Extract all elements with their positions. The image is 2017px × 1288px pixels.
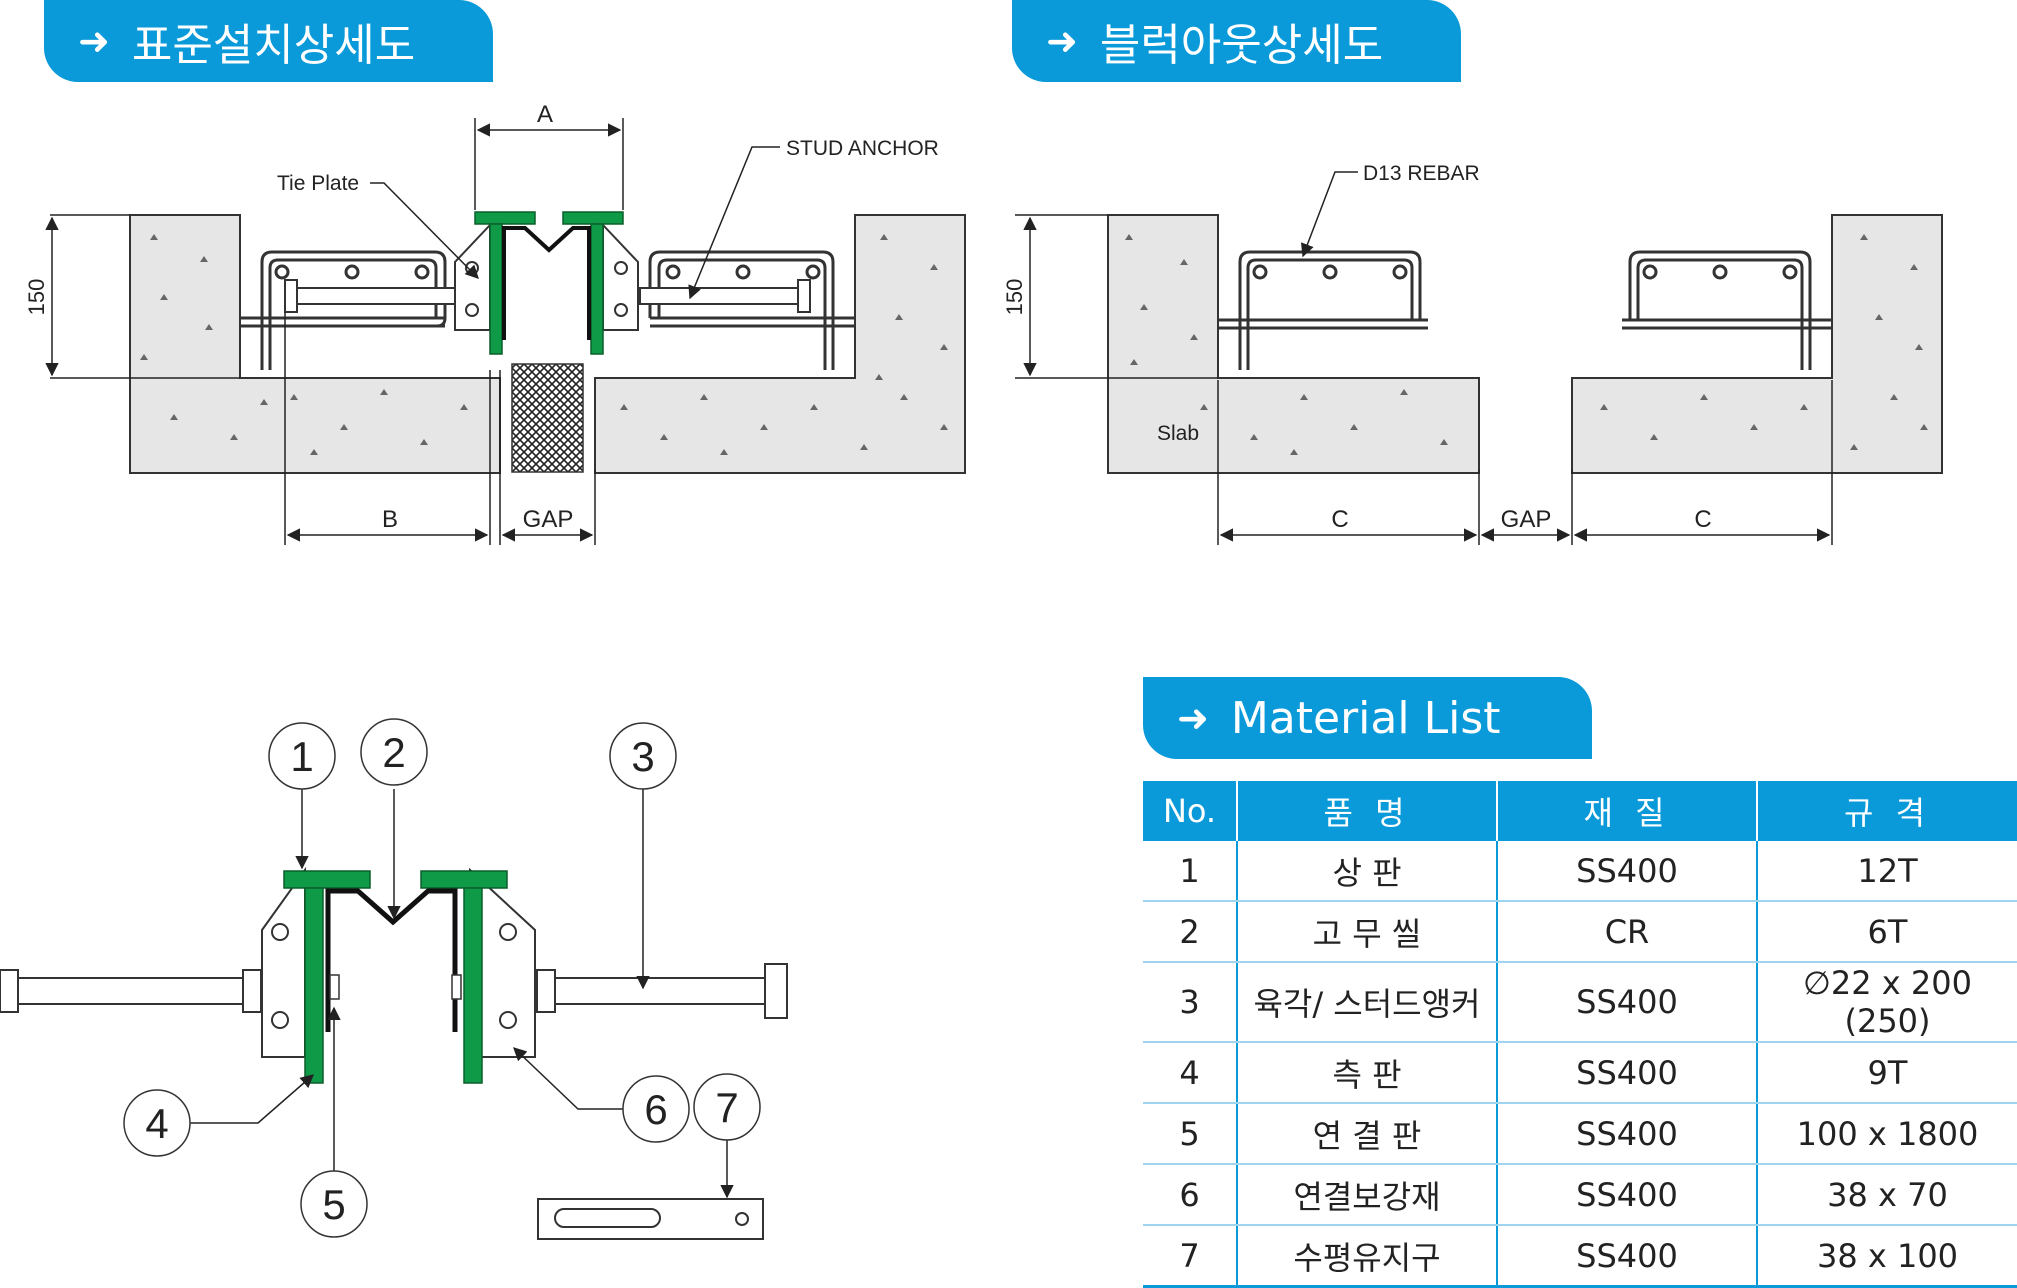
cell-name: 측 판 — [1236, 1042, 1497, 1104]
header-name: 품 명 — [1236, 781, 1497, 841]
table-row: 6 연결보강재 SS400 38 x 70 — [1143, 1164, 2017, 1226]
cell-spec: 38 x 70 — [1756, 1164, 2017, 1226]
callout-4: 4 — [145, 1100, 168, 1147]
dimension-A-label: A — [537, 101, 553, 128]
standard-gap-label: GAP — [523, 506, 574, 533]
blockout-height-150-label: 150 — [1002, 279, 1027, 316]
standard-detail-tab: ➜ 표준설치상세도 — [44, 0, 493, 82]
callout-5: 5 — [322, 1181, 345, 1228]
cell-name: 육각/ 스터드앵커 — [1236, 962, 1497, 1043]
cell-name: 고 무 씰 — [1236, 901, 1497, 963]
cell-material: CR — [1496, 901, 1757, 963]
cell-name: 연결보강재 — [1236, 1164, 1497, 1226]
callout-1: 1 — [290, 733, 313, 780]
cell-material: SS400 — [1496, 962, 1757, 1043]
callout-circle-5 — [300, 1170, 368, 1238]
callout-7: 7 — [715, 1084, 738, 1131]
standard-detail: 150 — [24, 101, 966, 545]
callout-6: 6 — [644, 1086, 667, 1133]
cell-no: 1 — [1143, 841, 1237, 902]
blockout-rebar-right — [1622, 250, 1832, 370]
height-150-label: 150 — [24, 279, 49, 316]
arrow-right-icon: ➜ — [78, 19, 110, 63]
blockout-left-concrete — [1107, 214, 1480, 474]
cell-no: 2 — [1143, 901, 1237, 963]
arrow-right-icon: ➜ — [1046, 19, 1078, 63]
callout-circle-7 — [693, 1073, 761, 1141]
material-list-title: Material List — [1230, 692, 1501, 744]
dimension-C-right-label: C — [1694, 506, 1711, 533]
slab-label: Slab — [1157, 422, 1199, 445]
dimension-C-left-label: C — [1331, 506, 1348, 533]
cell-name: 수평유지구 — [1236, 1225, 1497, 1288]
header-no: No. — [1143, 781, 1237, 841]
table-row: 4 측 판 SS400 9T — [1143, 1042, 2017, 1104]
cell-spec: 100 x 1800 — [1756, 1103, 2017, 1165]
cell-spec: 38 x 100 — [1756, 1225, 2017, 1288]
cell-spec: 9T — [1756, 1042, 2017, 1104]
cell-material: SS400 — [1496, 841, 1757, 902]
cell-material: SS400 — [1496, 1103, 1757, 1165]
cell-spec: 6T — [1756, 901, 2017, 963]
callout-3: 3 — [631, 733, 654, 780]
cell-material: SS400 — [1496, 1164, 1757, 1226]
stud-anchor-label: STUD ANCHOR — [786, 137, 939, 160]
part-view: 1 2 3 4 5 6 7 — [0, 718, 788, 1240]
callout-circle-1 — [268, 722, 336, 790]
table-row: 3 육각/ 스터드앵커 SS400 ∅22 x 200 (250) — [1143, 962, 2017, 1043]
callout-circle-3 — [609, 722, 677, 790]
cell-spec: ∅22 x 200 (250) — [1756, 962, 2017, 1043]
rebar-cage-right — [639, 250, 855, 370]
blockout-gap-label: GAP — [1501, 506, 1552, 533]
material-table: No. 품 명 재 질 규 격 1 상 판 SS400 12T 2 고 무 씰 … — [1143, 781, 2017, 1288]
blockout-right-concrete — [1571, 214, 1943, 474]
rebar-cage-left — [240, 250, 457, 370]
concrete-texture — [140, 234, 948, 455]
left-concrete — [129, 214, 501, 474]
standard-detail-title: 표준설치상세도 — [131, 20, 416, 71]
table-header-row: No. 품 명 재 질 규 격 — [1143, 781, 2017, 841]
callout-circle-6 — [622, 1075, 690, 1143]
detail-diagram: 150 — [0, 101, 1943, 1240]
gap-filler — [511, 363, 584, 473]
cell-material: SS400 — [1496, 1042, 1757, 1104]
cell-spec: 12T — [1756, 841, 2017, 902]
blockout-detail-title: 블럭아웃상세도 — [1099, 20, 1384, 71]
rebar-label: D13 REBAR — [1363, 162, 1480, 185]
callout-circle-2 — [360, 718, 428, 786]
table-row: 5 연 결 판 SS400 100 x 1800 — [1143, 1103, 2017, 1165]
cell-no: 3 — [1143, 962, 1237, 1043]
dimension-B-label: B — [382, 506, 398, 533]
table-row: 2 고 무 씰 CR 6T — [1143, 901, 2017, 963]
material-list-tab: ➜ Material List — [1143, 677, 1592, 759]
cell-name: 상 판 — [1236, 841, 1497, 902]
cell-no: 7 — [1143, 1225, 1237, 1288]
cell-name: 연 결 판 — [1236, 1103, 1497, 1165]
blockout-rebar-left — [1218, 250, 1428, 370]
cell-no: 6 — [1143, 1164, 1237, 1226]
blockout-detail: 150 D13 REBAR Slab C GAP — [1002, 162, 1943, 545]
header-material: 재 질 — [1496, 781, 1757, 841]
table-row: 7 수평유지구 SS400 38 x 100 — [1143, 1225, 2017, 1288]
blockout-detail-tab: ➜ 블럭아웃상세도 — [1012, 0, 1461, 82]
right-concrete — [594, 214, 966, 474]
table-row: 1 상 판 SS400 12T — [1143, 841, 2017, 902]
tie-plate-label: Tie Plate — [277, 172, 359, 195]
callout-circle-4 — [123, 1089, 191, 1157]
callout-2: 2 — [382, 729, 405, 776]
header-spec: 규 격 — [1756, 781, 2017, 841]
joint-assembly — [454, 211, 639, 355]
cell-no: 5 — [1143, 1103, 1237, 1165]
cell-no: 4 — [1143, 1042, 1237, 1104]
arrow-right-icon: ➜ — [1177, 696, 1209, 740]
cell-material: SS400 — [1496, 1225, 1757, 1288]
